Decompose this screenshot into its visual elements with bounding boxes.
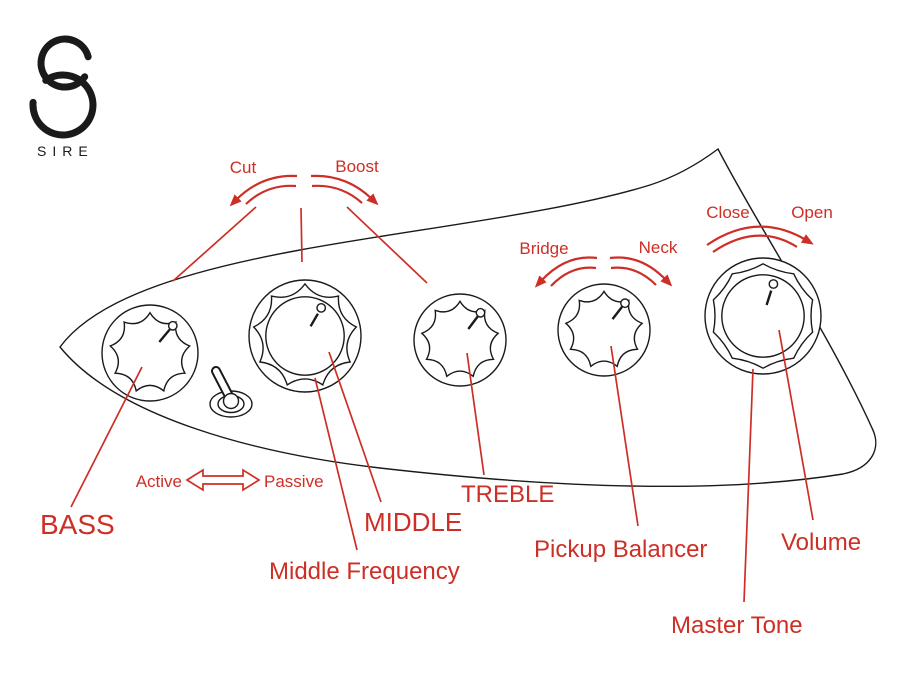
bass-callout-line (70, 366, 143, 508)
treble-callout-line (466, 352, 485, 476)
middle-frequency-callout-line (314, 377, 358, 551)
sire-logo (29, 35, 97, 139)
treble-label: TREBLE (461, 481, 554, 508)
pickup-balancer-knob (557, 283, 651, 377)
open-label: Open (791, 203, 833, 222)
bridge-label: Bridge (519, 239, 568, 258)
active-label: Active (136, 472, 182, 491)
volume-callout-line (778, 329, 814, 521)
master-tone-label: Master Tone (671, 612, 803, 639)
eq-callout-line-middle (300, 207, 303, 263)
middle-label: MIDDLE (364, 507, 462, 537)
active-passive-switch (209, 366, 253, 418)
knob-pointer (611, 306, 624, 320)
eq-callout-line-bass (172, 206, 257, 282)
close-open-arrow (706, 225, 814, 253)
bridge-neck-arrows (534, 256, 673, 288)
neck-label: Neck (639, 238, 678, 257)
pickup-balancer-callout-line (610, 345, 639, 527)
master-tone-callout-line (743, 368, 754, 603)
knob-pointer-dot (475, 307, 486, 318)
middle-callout-line (328, 351, 382, 503)
knob-pointer-dot (167, 320, 178, 331)
boost-label: Boost (335, 157, 379, 176)
knob-pointer-dot (620, 298, 630, 309)
annotation-layer: Cut Boost Bridge Neck Close Open Active (40, 157, 861, 639)
close-label: Close (706, 203, 749, 222)
pickup-balancer-label: Pickup Balancer (534, 536, 707, 563)
cut-label: Cut (230, 158, 257, 177)
bass-label: BASS (40, 509, 115, 540)
volume-tone-knob-stack (704, 257, 822, 375)
knob-pointer (467, 315, 479, 330)
sire-logo-text: SIRE (37, 143, 94, 159)
middle-frequency-label: Middle Frequency (269, 558, 460, 585)
middle-knob-stack (248, 279, 362, 393)
knob-pointer-dot (768, 279, 779, 289)
knob-pointer (765, 290, 773, 306)
knob-pointer-dot (316, 302, 327, 313)
bass-knob (101, 304, 199, 402)
knob-pointer (158, 328, 171, 343)
active-passive-arrow (185, 468, 261, 492)
cut-boost-arrows (229, 174, 379, 207)
treble-knob (413, 293, 507, 387)
knob-pointer (309, 313, 319, 327)
eq-callout-line-treble (346, 206, 428, 284)
volume-label: Volume (781, 529, 861, 556)
passive-label: Passive (264, 472, 324, 491)
